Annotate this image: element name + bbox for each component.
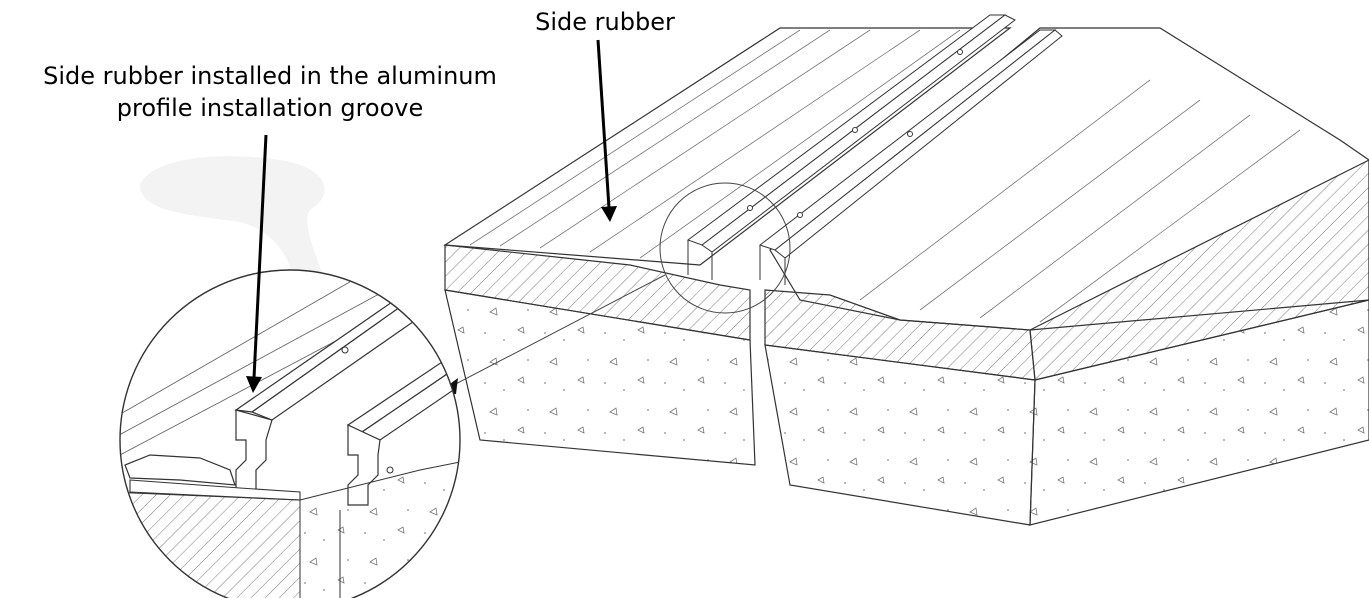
groove-arrow <box>246 134 268 393</box>
side-rubber-groove-label-line2: profile installation groove <box>116 94 424 122</box>
side-rubber-arrow <box>596 39 617 222</box>
detail-leader-line <box>447 274 666 389</box>
background-smudge <box>140 156 330 300</box>
detail-magnified-view <box>120 270 460 598</box>
side-rubber-groove-label-line1: Side rubber installed in the aluminum <box>43 62 497 90</box>
side-rubber-label: Side rubber <box>535 8 675 36</box>
right-slab <box>764 27 1369 526</box>
left-slab <box>443 27 1012 466</box>
detail-reference-circle <box>659 182 791 314</box>
aluminum-profile-rails <box>686 14 1063 285</box>
side-rubber-groove-label: Side rubber installed in the aluminum pr… <box>0 60 540 124</box>
detail-circle-outline <box>119 269 461 598</box>
